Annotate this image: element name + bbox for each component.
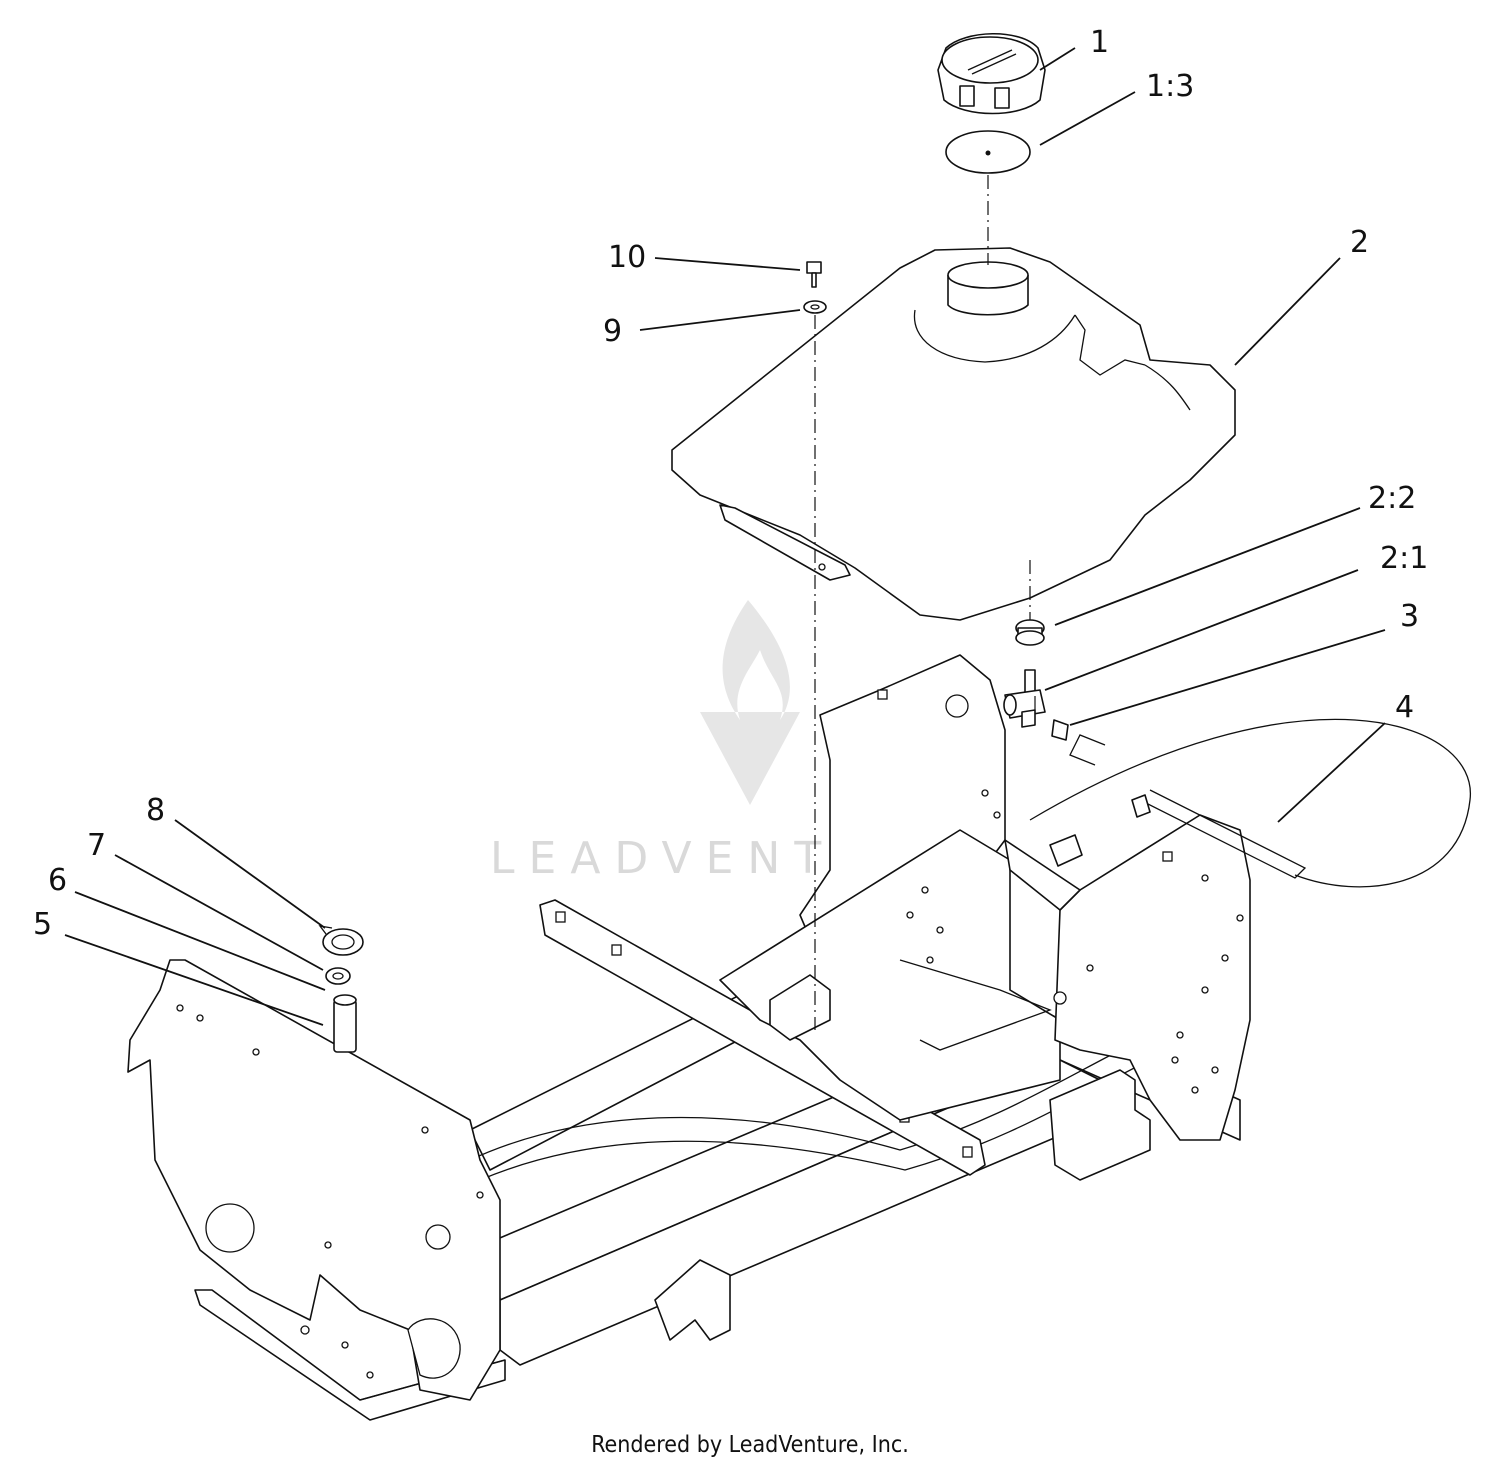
callout-2-1: 2:1 [1380, 541, 1428, 576]
callout-9: 9 [603, 314, 622, 349]
callout-4: 4 [1395, 690, 1414, 725]
callout-2: 2 [1350, 225, 1369, 260]
fuel-cap [937, 33, 1046, 174]
callout-1-3: 1:3 [1146, 69, 1194, 104]
mounting-hardware [803, 261, 827, 314]
callout-2-2: 2:2 [1368, 481, 1416, 516]
frame-assembly [127, 654, 1251, 1421]
callout-7: 7 [87, 828, 106, 863]
callout-labels: 1 1:3 2 2:2 2:1 3 4 5 6 7 8 9 10 [33, 25, 1428, 942]
assembly-axis-lines [814, 175, 1036, 1030]
callout-leaders [64, 47, 1386, 1026]
watermark-flame-logo [700, 600, 800, 805]
render-credit: Rendered by LeadVenture, Inc. [591, 1432, 909, 1458]
callout-1: 1 [1090, 25, 1109, 60]
fuel-fittings [1003, 619, 1471, 888]
callout-3: 3 [1400, 599, 1419, 634]
callout-6: 6 [48, 863, 67, 898]
callout-10: 10 [608, 240, 646, 275]
fuel-tank [671, 247, 1236, 621]
callout-8: 8 [146, 793, 165, 828]
callout-5: 5 [33, 907, 52, 942]
